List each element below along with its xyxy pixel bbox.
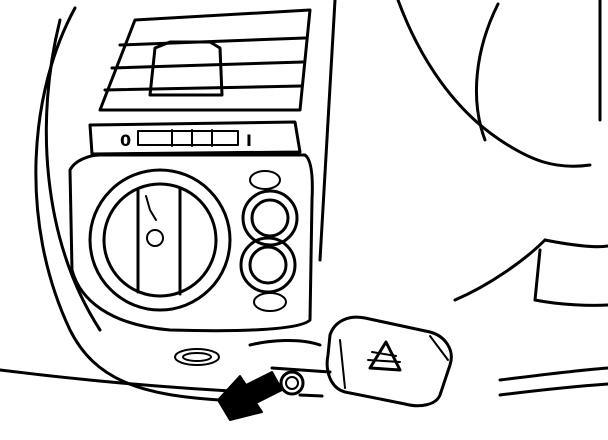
switch-panel bbox=[68, 153, 314, 333]
rotary-light-switch bbox=[88, 168, 232, 312]
steering-column bbox=[453, 238, 608, 397]
dial-label-zero: 0 bbox=[120, 131, 131, 150]
hazard-triangle-icon bbox=[367, 340, 402, 372]
hazard-switch bbox=[325, 315, 453, 408]
indicator-lamp-top bbox=[249, 170, 281, 190]
button-upper-outer bbox=[241, 189, 299, 247]
button-lower-inner bbox=[248, 245, 288, 285]
dashboard-outline bbox=[0, 0, 602, 402]
lower-dash bbox=[174, 338, 332, 374]
button-lower-outer bbox=[239, 236, 297, 294]
target-knob bbox=[279, 370, 324, 398]
dial-label-one: I bbox=[246, 131, 252, 150]
button-upper-inner bbox=[250, 198, 290, 238]
air-vent bbox=[98, 8, 312, 112]
round-buttons bbox=[239, 170, 299, 312]
black-arrow-icon bbox=[217, 371, 283, 421]
indicator-lamp-bottom bbox=[253, 292, 287, 312]
dial-indicator-strip: 0 I bbox=[88, 120, 302, 156]
